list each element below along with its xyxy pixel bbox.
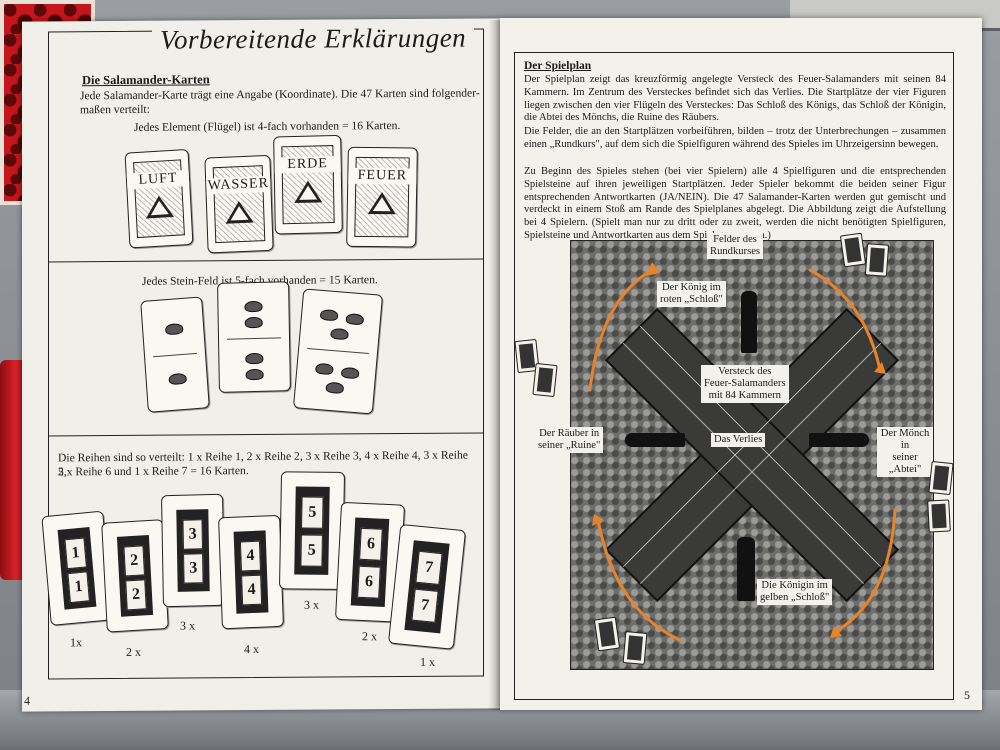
label-line: roten „Schloß" <box>660 294 723 305</box>
king-figure <box>741 291 757 353</box>
row-count: 3 x <box>304 597 319 612</box>
arrow-bottom-right <box>833 508 897 634</box>
row-number: 2 <box>123 545 145 577</box>
monk-figure <box>809 433 869 447</box>
right-page-frame <box>514 52 954 700</box>
spielplan-para-2: Die Felder, die an den Startplätzen vorb… <box>524 126 946 150</box>
row-number: 7 <box>411 588 439 623</box>
label-line: Felder des <box>713 234 757 245</box>
spielplan-heading: Der Spielplan <box>524 60 592 72</box>
label-line: Die Königin im <box>761 580 828 591</box>
row-number: 5 <box>300 534 323 567</box>
label-line: seiner „Ruine" <box>538 440 601 451</box>
element-symbol-icon <box>224 200 254 224</box>
answer-card <box>928 460 954 496</box>
stone-card-1 <box>140 296 210 413</box>
element-card-wasser: WASSER <box>204 154 274 254</box>
element-card-feuer: FEUER <box>346 146 418 248</box>
answer-card <box>532 362 558 398</box>
row-count: 2 x <box>126 644 141 659</box>
row-number: 7 <box>415 550 443 586</box>
section-heading-salamander: Die Salamander-Karten <box>82 72 210 88</box>
row-number: 3 <box>183 553 204 584</box>
label-koenig: Der König im roten „Schloß" <box>657 281 726 307</box>
label-verlies: Das Verlies <box>711 433 766 447</box>
label-line: gelben „Schloß" <box>760 592 830 603</box>
label-line: Versteck des <box>718 366 772 377</box>
label-line: mit 84 Kammern <box>708 390 781 401</box>
label-line: Feuer-Salamanders <box>704 378 786 389</box>
arrow-top-right <box>808 268 882 372</box>
answer-card <box>927 499 951 533</box>
answer-card <box>864 243 890 277</box>
row-number: 1 <box>64 537 87 570</box>
label-moench: Der Mönch in seiner „Abtei" <box>877 427 933 477</box>
row-number: 5 <box>301 496 324 529</box>
game-board-illustration: Felder des Rundkurses Der König im roten… <box>535 233 934 670</box>
element-card-erde: ERDE <box>273 134 343 235</box>
robber-figure <box>625 433 685 447</box>
arrowhead-icon <box>646 262 660 276</box>
spielplan-para-1: Der Spielplan zeigt das kreuzförmig ange… <box>524 74 946 124</box>
label-raeuber: Der Räuber in seiner „Ruine" <box>535 427 604 453</box>
row-number: 6 <box>357 565 381 599</box>
stone-card-3 <box>292 288 384 415</box>
clockwise-arrows-svg <box>588 262 897 642</box>
arrow-top-left <box>588 268 654 392</box>
label-line: Rundkurses <box>710 246 761 257</box>
stone-card-2 <box>217 281 291 393</box>
element-line: Jedes Element (Flügel) ist 4-fach vorhan… <box>134 119 401 134</box>
label-line: Der König im <box>662 282 721 293</box>
label-line: Der Räuber in <box>539 428 600 439</box>
element-card-luft: LUFT <box>124 148 194 249</box>
label-line: seiner „Abtei" <box>888 452 922 475</box>
row-number: 6 <box>359 527 383 561</box>
page-title: Vorbereitende Erklärungen <box>152 22 475 56</box>
row-number: 4 <box>241 574 263 606</box>
queen-figure <box>737 537 755 601</box>
intro-line-1: Jede Salamander-Karte trägt eine Angabe … <box>80 86 480 103</box>
left-page: Vorbereitende Erklärungen Die Salamander… <box>22 18 500 712</box>
answer-card <box>593 616 621 652</box>
element-card-label: ERDE <box>274 155 341 174</box>
intro-line-2: maßen verteilt: <box>80 102 150 117</box>
row-number: 1 <box>67 571 90 604</box>
page-number-right: 5 <box>964 688 970 702</box>
row-count: 3 x <box>180 618 195 633</box>
element-symbol-icon <box>367 192 397 215</box>
row-count: 2 x <box>362 629 377 644</box>
row-count: 1 x <box>420 654 435 669</box>
row-number: 2 <box>125 579 147 611</box>
arrowhead-icon <box>830 626 842 638</box>
element-symbol-icon <box>144 194 174 219</box>
spielplan-para-3: Zu Beginn des Spieles stehen (bei vier S… <box>524 166 946 241</box>
element-card-label: WASSER <box>206 175 271 195</box>
arrowhead-icon <box>874 362 886 374</box>
page-number-left: 4 <box>24 693 30 708</box>
row-count: 1x <box>70 635 82 650</box>
row-number: 3 <box>182 519 203 550</box>
element-symbol-icon <box>293 180 323 204</box>
label-versteck: Versteck des Feuer-Salamanders mit 84 Ka… <box>701 365 789 403</box>
reihen-line-2: 2 x Reihe 6 und 1 x Reihe 7 = 16 Karten. <box>58 464 249 479</box>
row-number: 4 <box>239 540 261 572</box>
arrow-bottom-left <box>596 518 682 642</box>
answer-card <box>622 631 648 665</box>
label-koenigin: Die Königin im gelben „Schloß" <box>757 579 833 605</box>
answer-card <box>839 232 867 268</box>
board-cross-svg <box>604 307 900 603</box>
label-rundkurs: Felder des Rundkurses <box>707 233 764 259</box>
element-card-label: FEUER <box>348 167 417 185</box>
label-line: Der Mönch in <box>880 428 930 451</box>
row-count: 4 x <box>244 642 259 657</box>
arrowhead-icon <box>592 514 604 526</box>
